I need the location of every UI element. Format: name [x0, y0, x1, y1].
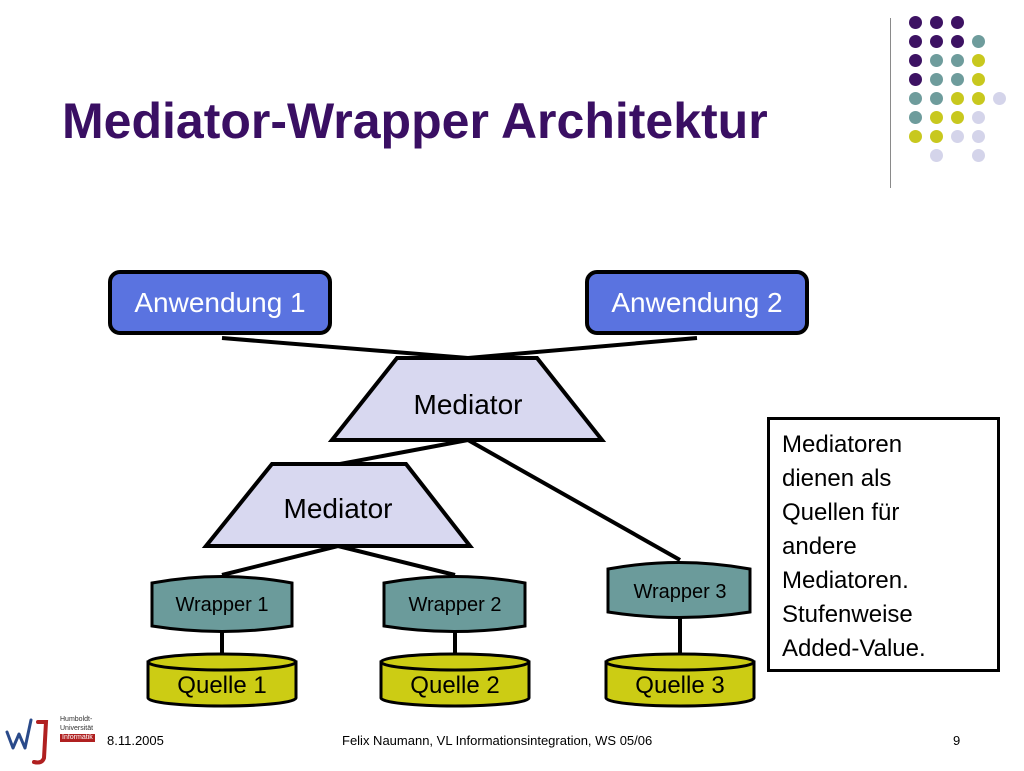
dot — [951, 130, 964, 143]
source-2 — [379, 652, 531, 708]
note-line: Mediatoren. — [782, 567, 909, 594]
connector-line — [337, 544, 456, 577]
dot — [930, 73, 943, 86]
wrapper-2-label: Wrapper 2 — [408, 594, 501, 616]
mediator-top-label: Mediator — [414, 389, 523, 420]
note-line: Stufenweise — [782, 601, 913, 628]
dot — [930, 16, 943, 29]
note-line: Mediatoren — [782, 431, 903, 458]
logo-text-line3: Informatik — [60, 734, 95, 742]
dot — [909, 130, 922, 143]
footer-date: 8.11.2005 — [107, 733, 164, 748]
source-2-label: Quelle 2 — [410, 672, 499, 699]
dot — [972, 92, 985, 105]
note-line: Quellen für — [782, 499, 900, 526]
note-line: dienen als — [782, 465, 892, 492]
decorative-dot-grid — [905, 12, 1024, 162]
logo-text-line2: Universität — [60, 725, 94, 732]
university-logo: Humboldt- Universität Informatik — [4, 712, 102, 766]
page-number: 9 — [953, 733, 961, 748]
dot — [930, 35, 943, 48]
dot — [951, 16, 964, 29]
dot — [972, 111, 985, 124]
dot — [993, 92, 1006, 105]
mediator-top — [327, 356, 607, 442]
dot — [930, 54, 943, 67]
dot — [972, 73, 985, 86]
slide-title: Mediator-Wrapper Architektur — [62, 93, 768, 149]
dot — [930, 130, 943, 143]
dot — [972, 54, 985, 67]
dot — [951, 73, 964, 86]
source-1-label: Quelle 1 — [177, 672, 266, 699]
dot — [909, 16, 922, 29]
wrapper-3-label: Wrapper 3 — [633, 581, 726, 603]
connector-line — [467, 438, 681, 562]
wrapper-2 — [382, 575, 527, 633]
wrapper-1-label: Wrapper 1 — [175, 594, 268, 616]
logo-mark-icon — [5, 718, 49, 765]
footer-center-text: Felix Naumann, VL Informationsintegratio… — [342, 733, 653, 748]
wrapper-3 — [606, 561, 752, 619]
connector-line — [339, 438, 469, 466]
note-line: Added-Value. — [782, 635, 926, 662]
source-3-label: Quelle 3 — [635, 672, 724, 699]
connector-line — [467, 336, 698, 360]
dot — [909, 73, 922, 86]
dot — [951, 111, 964, 124]
dot — [930, 149, 943, 162]
application-2-box: Anwendung 2 — [585, 270, 809, 335]
dot — [930, 111, 943, 124]
title-divider — [890, 18, 891, 188]
dot — [909, 54, 922, 67]
logo-text-line1: Humboldt- — [60, 716, 93, 723]
dot — [972, 130, 985, 143]
dot — [909, 35, 922, 48]
dot — [951, 54, 964, 67]
dot — [972, 149, 985, 162]
note-box: Mediatoren dienen als Quellen für andere… — [767, 417, 1000, 672]
note-line: andere — [782, 533, 857, 560]
mediator-bottom-label: Mediator — [284, 493, 393, 524]
dot — [951, 35, 964, 48]
connector-line — [221, 544, 339, 577]
wrapper-1 — [150, 575, 294, 633]
connector-lines — [220, 336, 698, 656]
application-1-box: Anwendung 1 — [108, 270, 332, 335]
connector-line — [221, 336, 469, 360]
dot — [909, 92, 922, 105]
dot — [951, 92, 964, 105]
mediator-bottom — [201, 462, 475, 548]
source-1 — [146, 652, 298, 708]
dot — [930, 92, 943, 105]
source-3 — [604, 652, 756, 708]
dot — [909, 111, 922, 124]
dot — [972, 35, 985, 48]
